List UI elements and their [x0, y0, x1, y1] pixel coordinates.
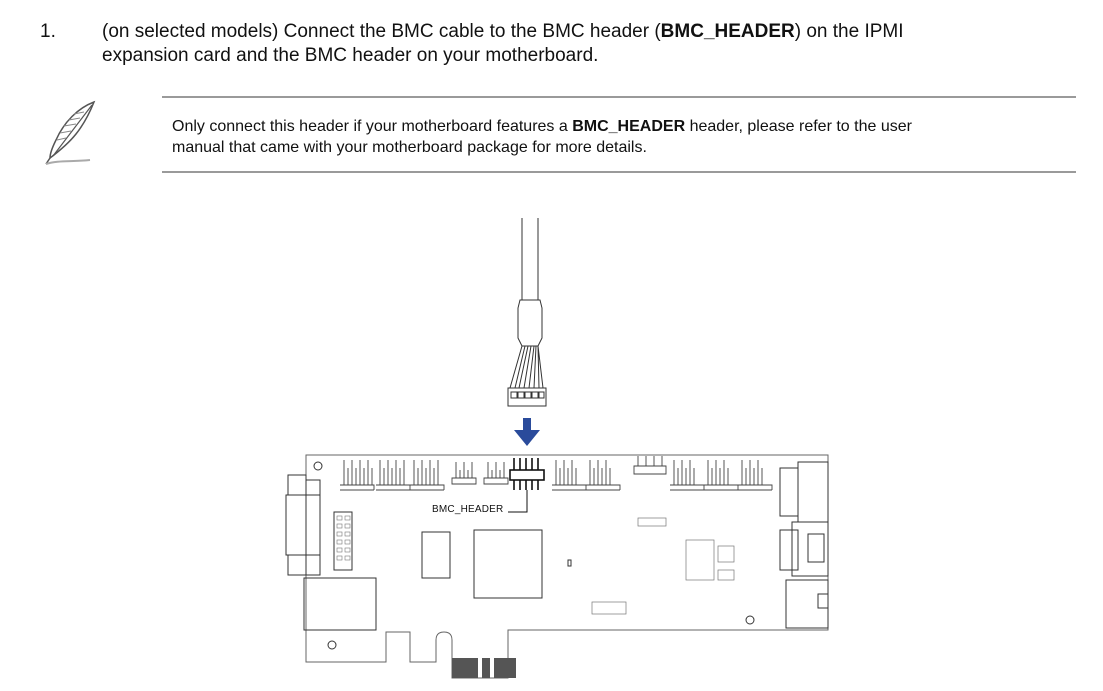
- note-divider-top: [162, 96, 1076, 98]
- bmc-cable: [507, 218, 547, 407]
- note-divider-bottom: [162, 171, 1076, 173]
- step-text-line2: expansion card and the BMC header on you…: [102, 45, 599, 66]
- step-text-prefix: (on selected models) Connect the BMC cab…: [102, 21, 661, 42]
- insert-arrow: [514, 418, 540, 446]
- note-text-line2: manual that came with your motherboard p…: [172, 139, 647, 156]
- step-number: 1.: [40, 21, 56, 42]
- step-text-bold: BMC_HEADER: [660, 21, 795, 42]
- note-text: Only connect this header if your motherb…: [172, 116, 1062, 158]
- step-text: (on selected models) Connect the BMC cab…: [102, 20, 1077, 68]
- card-outline: [305, 454, 829, 679]
- bmc-header-label: BMC_HEADER: [432, 504, 504, 515]
- note-text-suffix: header, please refer to the user: [685, 118, 912, 135]
- feather-pen-icon: [38, 98, 100, 168]
- top-headers: [340, 456, 773, 491]
- step-text-suffix: ) on the IPMI: [794, 21, 904, 42]
- note-text-prefix: Only connect this header if your motherb…: [172, 118, 573, 135]
- bmc-header: [509, 458, 545, 490]
- note-text-bold: BMC_HEADER: [572, 118, 686, 135]
